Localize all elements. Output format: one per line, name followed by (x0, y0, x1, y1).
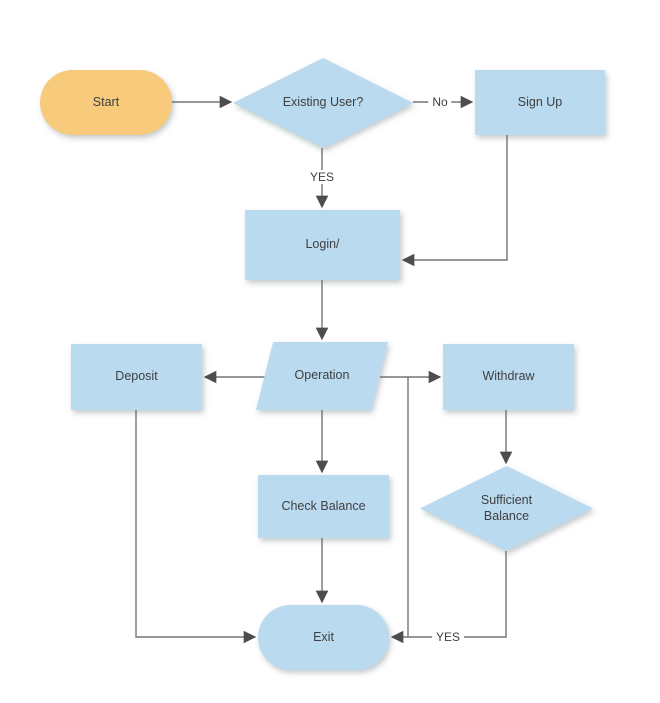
process-shape (475, 70, 605, 135)
node-login-label: Login/ (305, 237, 340, 252)
node-sufficient-balance[interactable]: Sufficient Balance (420, 466, 593, 551)
edge-label-yes-exit: YES (431, 630, 465, 644)
node-sufficient-balance-label: Sufficient Balance (480, 492, 533, 523)
edge-label-yes-login: YES (305, 170, 339, 184)
node-deposit[interactable]: Deposit (71, 344, 202, 410)
node-existing-user-label: Existing User? (282, 95, 364, 110)
node-start[interactable]: Start (40, 70, 172, 135)
terminator-shape (40, 70, 172, 135)
edge-sign-up-to-login (401, 135, 508, 267)
process-shape (258, 475, 389, 538)
node-deposit-label: Deposit (115, 369, 158, 384)
node-start-label: Start (92, 94, 120, 109)
node-withdraw[interactable]: Withdraw (443, 344, 574, 410)
node-existing-user[interactable]: Existing User? (233, 58, 413, 148)
node-login[interactable]: Login/ (245, 210, 400, 280)
node-withdraw-label: Withdraw (482, 369, 535, 384)
process-shape (245, 210, 400, 280)
edge-label-no: No (428, 95, 452, 109)
terminator-shape (258, 605, 389, 670)
node-operation-label: Operation (294, 368, 350, 383)
data-shape (256, 342, 388, 410)
edge-deposit-to-exit (135, 410, 257, 644)
node-check-balance-label: Check Balance (281, 498, 366, 513)
node-sign-up-label: Sign Up (517, 94, 563, 109)
node-sign-up[interactable]: Sign Up (475, 70, 605, 135)
node-exit[interactable]: Exit (258, 605, 389, 670)
node-check-balance[interactable]: Check Balance (258, 475, 389, 538)
process-shape (443, 344, 574, 410)
edge-sufficient-balance-to-exit (390, 551, 507, 644)
node-operation[interactable]: Operation (256, 342, 388, 410)
process-shape (71, 344, 202, 410)
node-exit-label: Exit (313, 629, 334, 644)
